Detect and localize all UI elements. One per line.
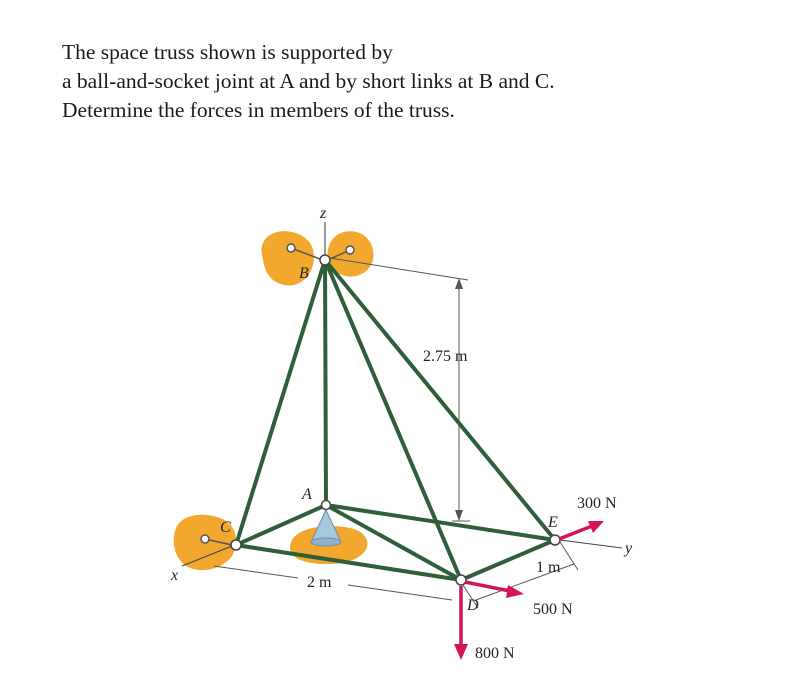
member-BA (323, 258, 328, 507)
dim-ext-E (559, 541, 579, 571)
dim-arrow-up (455, 278, 463, 289)
link-B-left-pin (286, 243, 296, 253)
support-cone-A (310, 508, 342, 547)
member-BE (323, 258, 557, 542)
support-blob-B-left (261, 231, 314, 286)
joint-E (549, 534, 561, 546)
dim-ext-D (460, 581, 479, 609)
joint-B (319, 254, 331, 266)
member-CD (234, 543, 463, 582)
problem-line-1: The space truss shown is supported by (62, 40, 393, 64)
dim-width-DE-line (475, 563, 575, 601)
joint-D (455, 574, 467, 586)
dimension-label-width-DE: 1 m (536, 559, 561, 576)
problem-line-3: Determine the forces in members of the t… (62, 98, 455, 122)
dim-ext-top (329, 257, 469, 281)
member-BD (323, 258, 463, 582)
member-AE (324, 503, 557, 542)
axes (181, 222, 623, 567)
axis-label-z: z (319, 205, 327, 222)
dimension-lines (213, 257, 579, 609)
axis-label-x: x (170, 567, 178, 584)
dimension-arrowheads (455, 278, 463, 521)
joint-label-D: D (466, 597, 479, 614)
joint-C (230, 539, 242, 551)
load-arrow-300N-shaft (558, 524, 593, 541)
joint-label-A: A (301, 486, 312, 503)
dim-width-AC-line-right (347, 584, 453, 601)
link-C-pin (200, 534, 210, 544)
member-DE (459, 538, 557, 582)
load-label-500N: 500 N (533, 601, 573, 618)
dimension-label-height: 2.75 m (423, 348, 468, 365)
member-AD (324, 503, 463, 582)
joint-label-C: C (220, 519, 231, 536)
problem-line-2: a ball-and-socket joint at A and by shor… (62, 69, 555, 93)
load-label-800N: 800 N (475, 645, 515, 662)
dim-arrow-down (455, 510, 463, 521)
dim-width-AC-line-left (213, 565, 299, 579)
load-arrow-300N-head (588, 521, 604, 533)
truss-members (234, 258, 557, 582)
joint-label-B: B (299, 265, 309, 282)
cone-base (310, 537, 342, 547)
member-BC (234, 258, 327, 547)
load-arrow-800N-head (454, 644, 468, 660)
problem-statement: The space truss shown is supported by a … (62, 38, 762, 125)
link-B-left (290, 247, 321, 260)
y-axis-line (559, 539, 623, 549)
dimension-label-width-AC: 2 m (307, 574, 332, 591)
link-B-right-pin (345, 245, 355, 255)
load-label-300N: 300 N (577, 495, 617, 512)
labels: z x y B A C D E 2.75 m 2 m 1 m 300 N 500… (170, 205, 633, 662)
cone-body (310, 508, 342, 543)
x-axis-line (181, 545, 233, 567)
load-arrow-500N-head (506, 585, 524, 598)
joint-label-E: E (547, 514, 558, 531)
load-arrows (454, 521, 604, 660)
joints (230, 254, 561, 586)
load-arrow-500N-shaft (464, 580, 511, 593)
short-links (200, 243, 355, 546)
member-AC (234, 503, 328, 547)
axis-label-y: y (623, 540, 633, 557)
joint-A (320, 499, 332, 511)
